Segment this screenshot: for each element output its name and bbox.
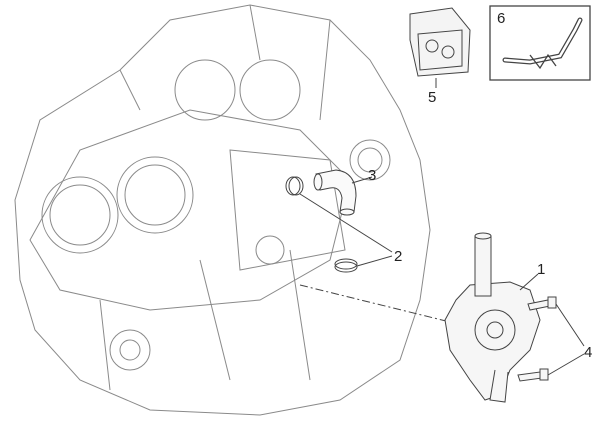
bolts-part-4	[517, 296, 585, 382]
callout-2: 2	[394, 248, 403, 265]
callout-4: 4	[584, 344, 593, 361]
part-6-box	[489, 5, 591, 81]
engine-crankcase	[14, 4, 431, 416]
alignment-line	[299, 284, 451, 323]
callout-6: 6	[497, 10, 506, 27]
callout-3: 3	[368, 167, 377, 184]
callout-5: 5	[428, 89, 437, 106]
hose-elbow-part-3	[313, 169, 373, 216]
water-pump-part-1	[444, 232, 541, 403]
gasket-kit-part-5	[409, 7, 471, 88]
hose-clamps-part-2	[285, 176, 393, 273]
callout-1: 1	[537, 261, 546, 278]
